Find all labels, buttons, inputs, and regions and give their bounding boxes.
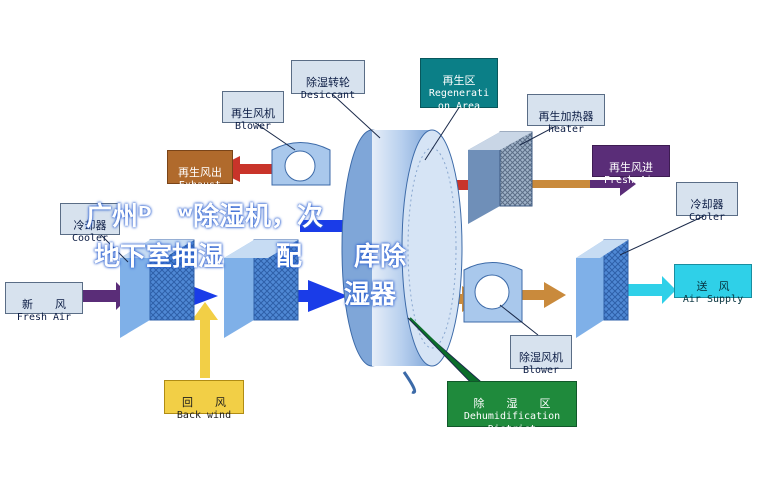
process-blower-unit xyxy=(463,262,523,323)
desiccant-en: Desiccant xyxy=(300,90,356,101)
callout-lines xyxy=(97,91,705,393)
air-supply-en: Air Supply xyxy=(682,294,744,305)
regen-fresh-cn: 再生风进 xyxy=(609,161,653,174)
fresh-air-arrow xyxy=(82,282,130,310)
cooler-left-cn: 冷却器 xyxy=(73,219,107,232)
process-blower-en: Blower xyxy=(522,365,560,376)
regen-blower-en: Blower xyxy=(234,121,272,132)
dehum-district-en: Dehumidification District xyxy=(463,411,561,435)
desiccant-wheel xyxy=(341,129,463,394)
overlay-line-3: 湿器 xyxy=(344,280,397,310)
exhaust-cn: 再生风出 xyxy=(178,166,222,179)
regen-heater-cn: 再生加热器 xyxy=(538,110,594,123)
exhaust-en: Exhaust xyxy=(178,180,222,191)
regen-blower-cn: 再生风机 xyxy=(231,107,275,120)
desiccant-cn: 除湿转轮 xyxy=(306,76,350,89)
process-blower-cn: 除湿风机 xyxy=(519,351,563,364)
cooler-left-en: Cooler xyxy=(71,233,109,244)
regen-fresh-arrow xyxy=(590,172,636,196)
regen-area-en: Regenerati on Area xyxy=(428,88,490,112)
cooler-right-cn: 冷却器 xyxy=(690,198,724,211)
back-wind-cn: 回 风 xyxy=(182,396,226,409)
regen-fresh-en: Fresh Air xyxy=(603,175,659,186)
overlay-line-2: 地下室抽湿 配 库除 xyxy=(94,242,407,272)
back-wind-en: Back wind xyxy=(176,410,232,421)
regen-area-cn: 再生区 xyxy=(442,74,476,87)
overlay-line-1: 广州ᴰ ʷ除湿机，次 xyxy=(86,202,323,232)
supply-arrow xyxy=(628,276,676,304)
fresh-air-en: Fresh Air xyxy=(16,312,72,323)
back-wind-arrow xyxy=(192,302,218,378)
regen-heater-unit xyxy=(468,131,533,224)
dehum-district-cn: 除 湿 区 xyxy=(473,397,551,410)
air-supply-cn: 送 风 xyxy=(696,280,730,293)
fresh-air-cn: 新 风 xyxy=(22,298,66,311)
cooler-right-en: Cooler xyxy=(688,212,726,223)
cooler-left-unit xyxy=(120,239,195,338)
cooler-mid-unit xyxy=(224,239,299,338)
regen-blower-unit xyxy=(271,142,331,186)
regen-heater-en: heater xyxy=(547,124,585,135)
